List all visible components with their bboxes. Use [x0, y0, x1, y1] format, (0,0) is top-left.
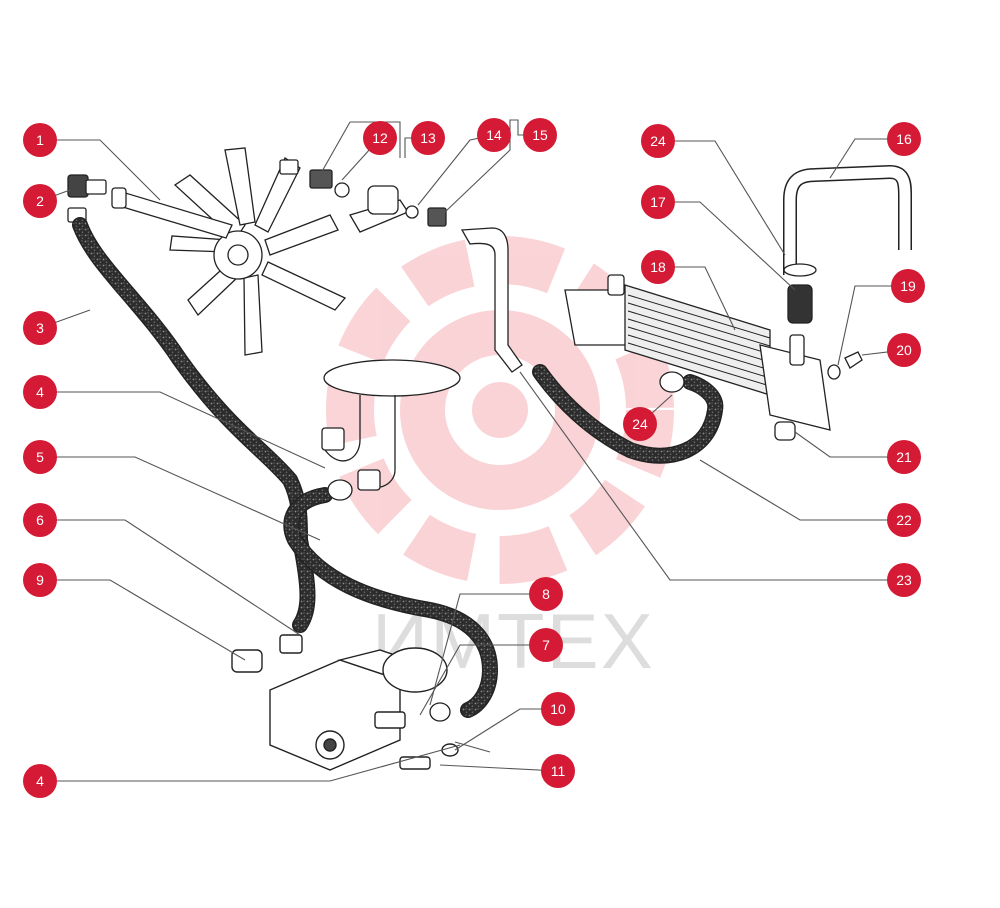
callout-label: 13 — [420, 130, 436, 146]
callout-label: 12 — [372, 130, 388, 146]
callout-badge[interactable]: 1 — [23, 123, 57, 157]
fan-hub-inner — [227, 244, 249, 266]
callout-badge[interactable]: 2 — [23, 184, 57, 218]
callout-badge[interactable]: 10 — [541, 692, 575, 726]
callout-label: 10 — [550, 701, 566, 717]
callout-label: 4 — [36, 384, 44, 400]
fittings-12-15 — [279, 159, 447, 233]
callout-label: 19 — [900, 278, 916, 294]
fan-blade — [254, 157, 301, 233]
callout-badge[interactable]: 7 — [529, 628, 563, 662]
callout-badge[interactable]: 20 — [887, 333, 921, 367]
leader-line — [40, 391, 326, 469]
callout-label: 23 — [896, 572, 912, 588]
callout-badge[interactable]: 24 — [623, 407, 657, 441]
callout-badge[interactable]: 14 — [477, 118, 511, 152]
callout-badge[interactable]: 16 — [887, 122, 921, 156]
leader-line — [519, 371, 904, 581]
pipe-16 — [783, 164, 912, 275]
callout-label: 14 — [486, 127, 502, 143]
callout-badge[interactable]: 4 — [23, 375, 57, 409]
hydraulic-pump — [231, 634, 459, 771]
fan-blade — [264, 214, 339, 256]
callout-badge[interactable]: 6 — [23, 503, 57, 537]
callout-label: 9 — [36, 572, 44, 588]
elbow-fitting-2 — [67, 174, 107, 223]
fan-blade — [224, 147, 256, 226]
fan-blade — [243, 274, 263, 356]
callout-label: 16 — [896, 131, 912, 147]
callout-label: 3 — [36, 320, 44, 336]
leader-line — [439, 764, 559, 772]
leader-line — [454, 741, 491, 753]
callout-label: 21 — [896, 449, 912, 465]
callout-label: 22 — [896, 512, 912, 528]
leader-line — [658, 201, 796, 291]
callout-label: 15 — [532, 127, 548, 143]
pipe-1 — [111, 187, 233, 239]
callout-badge[interactable]: 9 — [23, 563, 57, 597]
reservoir — [321, 359, 461, 491]
callout-badge[interactable]: 23 — [887, 563, 921, 597]
callout-badge[interactable]: 11 — [541, 754, 575, 788]
leader-line — [658, 140, 786, 256]
callout-badge[interactable]: 13 — [411, 121, 445, 155]
leader-line — [429, 593, 546, 706]
callout-badge[interactable]: 19 — [891, 269, 925, 303]
callout-label: 17 — [650, 194, 666, 210]
callout-badge[interactable]: 17 — [641, 185, 675, 219]
callout-label: 8 — [542, 586, 550, 602]
callout-badge[interactable]: 3 — [23, 311, 57, 345]
callout-badge[interactable]: 18 — [641, 250, 675, 284]
callout-label: 1 — [36, 132, 44, 148]
callout-label: 5 — [36, 449, 44, 465]
hose-clamps — [327, 371, 685, 722]
callout-label: 18 — [650, 259, 666, 275]
callout-label: 20 — [896, 342, 912, 358]
leader-line — [40, 744, 461, 782]
callout-badge[interactable]: 15 — [523, 118, 557, 152]
callout-badge[interactable]: 22 — [887, 503, 921, 537]
leader-line — [794, 431, 904, 458]
small-parts-right — [774, 263, 863, 441]
callout-badge[interactable]: 5 — [23, 440, 57, 474]
leader-line — [40, 579, 246, 661]
leader-line — [419, 644, 546, 716]
callouts: 1 2 3 4 5 6 9 4 12 13 14 15 24 16 17 18 … — [23, 118, 925, 798]
callout-label: 2 — [36, 193, 44, 209]
callout-label: 6 — [36, 512, 44, 528]
callout-label: 7 — [542, 637, 550, 653]
callout-badge[interactable]: 21 — [887, 440, 921, 474]
callout-badge[interactable]: 12 — [363, 121, 397, 155]
fan-blade — [261, 261, 347, 311]
callout-label: 4 — [36, 773, 44, 789]
leader-line — [40, 139, 161, 201]
callout-label: 24 — [650, 133, 666, 149]
oil-cooler-18 — [564, 274, 831, 431]
leader-line — [699, 459, 904, 521]
leader-line — [837, 285, 908, 366]
callout-label: 24 — [632, 416, 648, 432]
leader-line — [444, 119, 540, 213]
callout-badge[interactable]: 8 — [529, 577, 563, 611]
leader-line — [40, 519, 301, 636]
callout-badge[interactable]: 24 — [641, 124, 675, 158]
callout-label: 11 — [551, 763, 566, 779]
pipe-23 — [460, 227, 523, 373]
leader-line — [40, 456, 321, 541]
callout-badge[interactable]: 4 — [23, 764, 57, 798]
